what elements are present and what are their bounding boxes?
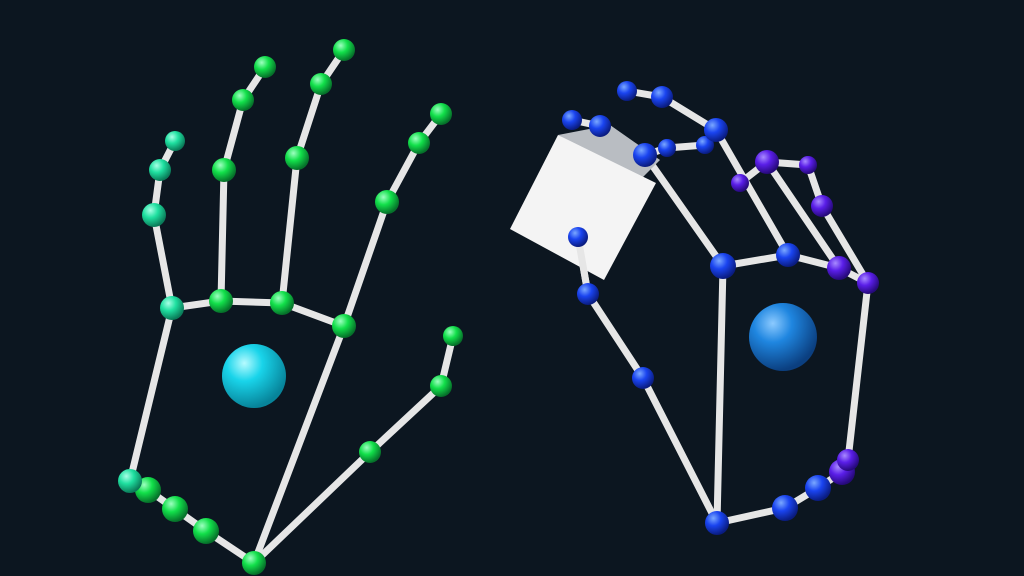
joint	[375, 190, 399, 214]
joint	[270, 291, 294, 315]
joint	[658, 139, 676, 157]
joint	[731, 174, 749, 192]
joint	[772, 495, 798, 521]
joint	[827, 256, 851, 280]
joint	[118, 469, 142, 493]
joint	[776, 243, 800, 267]
joint	[359, 441, 381, 463]
joint	[577, 283, 599, 305]
left-palm-sphere	[222, 344, 286, 408]
joint	[568, 227, 588, 247]
joint	[408, 132, 430, 154]
right-knuckle-bones	[719, 251, 872, 287]
right-palm-sphere	[749, 303, 817, 371]
joint	[857, 272, 879, 294]
joint	[633, 143, 657, 167]
joint	[160, 296, 184, 320]
joint	[212, 158, 236, 182]
right-pinky-bones	[818, 202, 872, 287]
joint	[617, 81, 637, 101]
held-cube	[510, 125, 660, 280]
joint	[232, 89, 254, 111]
left-palm-edge-bones	[125, 304, 258, 567]
joint	[811, 195, 833, 217]
joint	[162, 496, 188, 522]
joint	[193, 518, 219, 544]
left-index-bones	[250, 110, 445, 567]
joint	[704, 118, 728, 142]
joint	[805, 475, 831, 501]
right-palm-column-bones	[713, 262, 727, 527]
left-thumb-bones	[250, 332, 457, 567]
joint	[651, 86, 673, 108]
joint	[837, 449, 859, 471]
joint	[755, 150, 779, 174]
joint	[705, 511, 729, 535]
joint	[430, 103, 452, 125]
left-hand-skeleton	[118, 39, 463, 575]
joint	[799, 156, 817, 174]
joint	[142, 203, 166, 227]
joint	[254, 56, 276, 78]
joint	[165, 131, 185, 151]
joint	[632, 367, 654, 389]
joint	[443, 326, 463, 346]
joint	[696, 136, 714, 154]
joint	[430, 375, 452, 397]
joint	[209, 289, 233, 313]
joint	[332, 314, 356, 338]
left-knuckle-bones	[168, 297, 348, 330]
joint	[310, 73, 332, 95]
joint	[285, 146, 309, 170]
cube-front-face	[510, 135, 656, 280]
joint	[149, 159, 171, 181]
left-ring-bones	[217, 63, 269, 305]
cube-top-face	[558, 125, 660, 180]
right-middle-bones	[623, 87, 792, 259]
joint	[589, 115, 611, 137]
joint	[710, 253, 736, 279]
left-middle-bones	[278, 46, 348, 307]
joint	[242, 551, 266, 575]
right-hand-skeleton	[510, 81, 879, 535]
joint	[562, 110, 582, 130]
left-pinky-bones	[150, 137, 179, 312]
left-hand-joints	[118, 39, 463, 575]
left-hand-bones	[125, 46, 457, 567]
joint	[333, 39, 355, 61]
right-hand-joints	[562, 81, 879, 535]
